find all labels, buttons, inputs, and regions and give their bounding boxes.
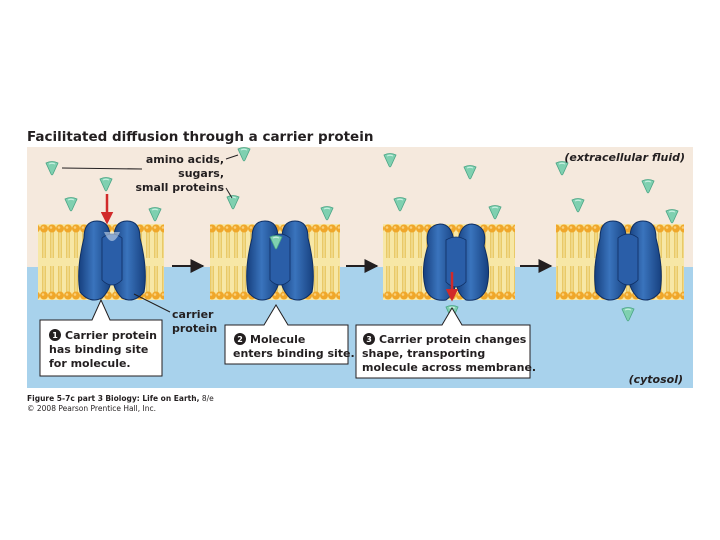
cytosol-label: (cytosol) xyxy=(629,373,683,386)
step-1-line-2: has binding site xyxy=(49,343,148,356)
step-2-line-1: Molecule xyxy=(250,333,305,346)
solutes-label-line-3: small proteins xyxy=(135,181,224,194)
step-number: 1 xyxy=(52,331,58,340)
caption-figure-ref: Figure 5-7c part 3 xyxy=(27,394,103,403)
carrier-protein-label: carrier protein xyxy=(172,308,217,335)
carrier-protein-label-line-1: carrier xyxy=(172,308,214,321)
step-3-line-2: shape, transporting xyxy=(362,347,485,360)
caption-book: Biology: Life on Earth, xyxy=(105,394,199,403)
step-1-line-1: Carrier protein xyxy=(65,329,157,342)
step-3-line-1: Carrier protein changes xyxy=(379,333,527,346)
step-number: 2 xyxy=(237,335,243,344)
step-3-line-3: molecule across membrane. xyxy=(362,361,536,374)
solutes-label-line-1: amino acids, xyxy=(146,153,224,166)
solutes-label-line-2: sugars, xyxy=(178,167,224,180)
step-1-line-3: for molecule. xyxy=(49,357,131,370)
copyright-notice: © 2008 Pearson Prentice Hall, Inc. xyxy=(27,404,156,413)
step-2-line-2: enters binding site. xyxy=(233,347,355,360)
carrier-protein-label-line-2: protein xyxy=(172,322,217,335)
step-number: 3 xyxy=(366,335,372,344)
figure-title: Facilitated diffusion through a carrier … xyxy=(27,129,373,145)
figure-caption: Figure 5-7c part 3 Biology: Life on Eart… xyxy=(27,394,214,403)
extracellular-fluid-label: (extracellular fluid) xyxy=(564,151,685,164)
caption-edition: 8/e xyxy=(202,394,214,403)
